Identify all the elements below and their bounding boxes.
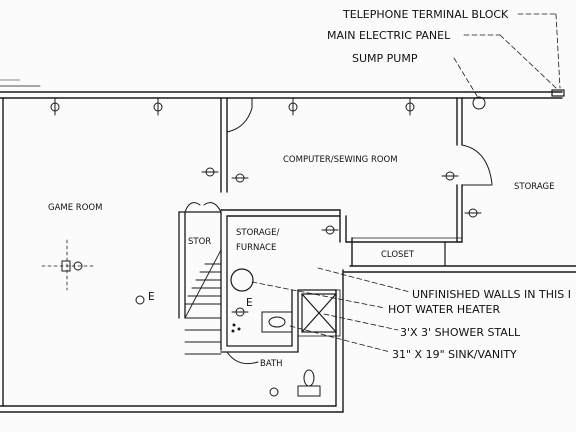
callout-sink-vanity: 31" X 19" SINK/VANITY [392, 348, 517, 361]
label-computer-sewing-room: COMPUTER/SEWING ROOM [283, 155, 398, 165]
door-swing-computer [226, 107, 253, 133]
callout-unfinished-walls: UNFINISHED WALLS IN THIS I [412, 288, 571, 301]
label-stor: STOR [188, 237, 211, 247]
fixture-dots [231, 323, 241, 333]
callout-sump-pump: SUMP PUMP [352, 52, 418, 65]
label-bath: BATH [260, 359, 283, 369]
door-swing-bath [226, 351, 259, 365]
callout-hot-water-heater: HOT WATER HEATER [388, 303, 500, 316]
callout-main-electric-panel: MAIN ELECTRIC PANEL [327, 29, 451, 42]
callout-telephone-terminal-block: TELEPHONE TERMINAL BLOCK [342, 8, 509, 21]
sink-vanity-symbol [261, 311, 293, 333]
callout-shower-stall: 3'X 3' SHOWER STALL [400, 326, 521, 339]
toilet-symbol [297, 369, 321, 397]
computer-room-walls [220, 97, 493, 267]
stairs [184, 249, 222, 355]
game-room-box [61, 260, 71, 272]
label-game-room: GAME ROOM [48, 203, 102, 213]
label-closet: CLOSET [381, 250, 415, 260]
bottom-exterior-wall [0, 265, 576, 413]
callout-leaders [251, 13, 561, 353]
label-storage-right: STORAGE [514, 182, 554, 192]
game-room-fixture [41, 239, 95, 291]
stor-walls [178, 202, 222, 319]
light-fixtures [50, 97, 482, 397]
sump-pump-symbol [472, 96, 486, 110]
label-storage-furnace-1: STORAGE/ [236, 228, 279, 238]
top-exterior-wall [0, 79, 565, 99]
outlet-e-center: E [246, 297, 253, 309]
outlet-e-left: E [148, 291, 155, 303]
water-heater-symbol [230, 268, 254, 292]
shower-stall-symbol [297, 289, 341, 337]
label-storage-furnace-2: FURNACE [236, 243, 276, 253]
